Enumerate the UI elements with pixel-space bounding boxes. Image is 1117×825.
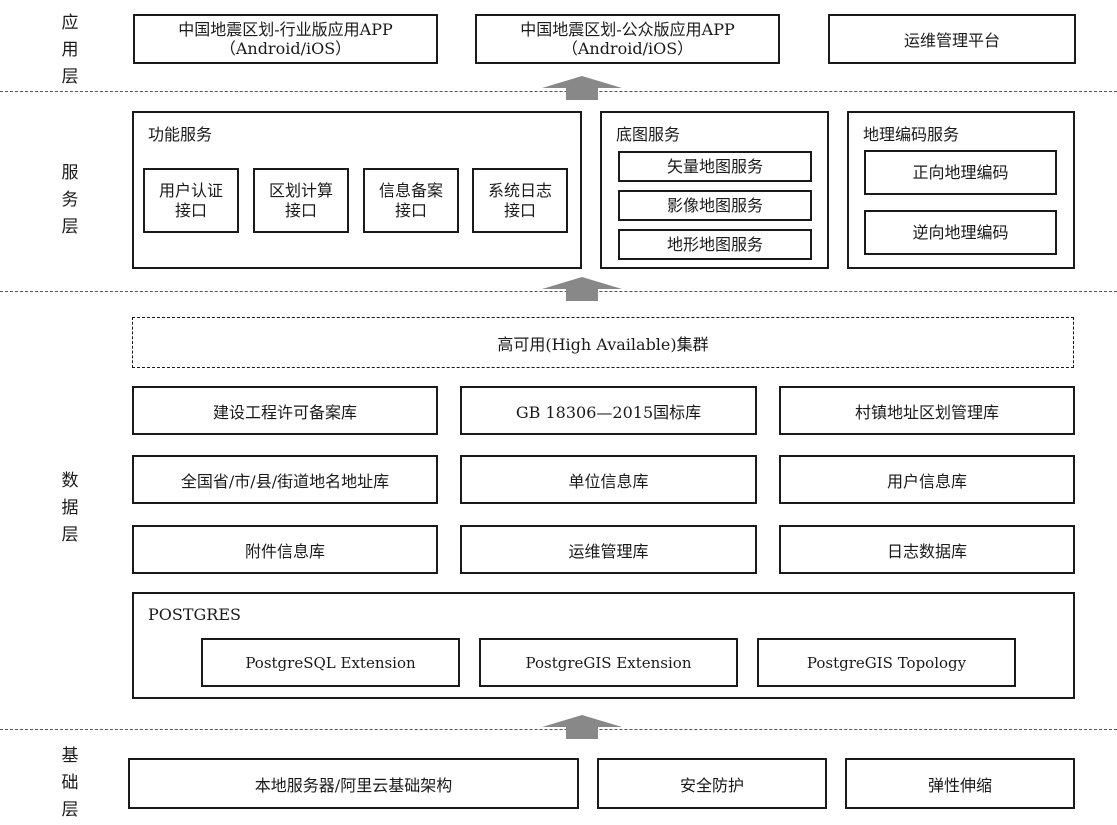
map-service-label: 影像地图服务 bbox=[666, 195, 763, 215]
divider-service-data bbox=[0, 291, 1117, 292]
up-arrow-icon bbox=[542, 76, 622, 100]
api-label: 接口 bbox=[284, 200, 317, 220]
extension-label: PostgreGIS Topology bbox=[806, 653, 967, 672]
security-label: 安全防护 bbox=[679, 775, 744, 795]
database-label: 单位信息库 bbox=[568, 471, 649, 491]
public-app-platform: （Android/iOS） bbox=[561, 39, 694, 58]
api-label: 接口 bbox=[174, 200, 207, 220]
database-box: GB 18306—2015国标库 bbox=[460, 386, 757, 435]
database-label: 建设工程许可备案库 bbox=[212, 402, 357, 422]
api-label: 区划计算 bbox=[268, 180, 333, 200]
database-box: 运维管理库 bbox=[460, 525, 757, 574]
layer-label-base: 基 础 层 bbox=[58, 743, 82, 824]
layer-char: 层 bbox=[61, 525, 79, 545]
industry-app-platform: （Android/iOS） bbox=[219, 39, 352, 58]
extension-label: PostgreSQL Extension bbox=[245, 653, 416, 672]
extension-label: PostgreGIS Extension bbox=[525, 653, 692, 672]
image-map-service-box: 影像地图服务 bbox=[618, 190, 812, 221]
basemap-service-title: 底图服务 bbox=[616, 125, 681, 144]
postgres-title: POSTGRES bbox=[148, 605, 241, 624]
divider-app-service bbox=[0, 91, 1117, 92]
layer-label-service: 服 务 层 bbox=[58, 160, 82, 241]
layer-label-app: 应 用 层 bbox=[58, 10, 82, 91]
database-label: 用户信息库 bbox=[886, 471, 967, 491]
database-box: 建设工程许可备案库 bbox=[132, 386, 438, 435]
public-app-box: 中国地震区划-公众版应用APP （Android/iOS） bbox=[475, 14, 780, 64]
database-label: 运维管理库 bbox=[568, 541, 649, 561]
user-auth-api-box: 用户认证 接口 bbox=[143, 168, 239, 233]
function-service-title: 功能服务 bbox=[148, 125, 213, 144]
public-app-title: 中国地震区划-公众版应用APP bbox=[520, 20, 735, 39]
postgregis-topology-box: PostgreGIS Topology bbox=[757, 638, 1016, 687]
ha-cluster-label: 高可用(High Available)集群 bbox=[497, 334, 709, 354]
vector-map-service-box: 矢量地图服务 bbox=[618, 151, 812, 182]
geocoding-service-title: 地理编码服务 bbox=[863, 125, 960, 144]
database-label: GB 18306—2015国标库 bbox=[515, 402, 702, 422]
database-box: 日志数据库 bbox=[779, 525, 1075, 574]
layer-char: 层 bbox=[61, 67, 79, 87]
divider-data-base bbox=[0, 729, 1117, 730]
ha-cluster-box: 高可用(High Available)集群 bbox=[132, 317, 1074, 368]
map-service-label: 矢量地图服务 bbox=[666, 156, 763, 176]
layer-char: 层 bbox=[61, 800, 79, 820]
database-box: 用户信息库 bbox=[779, 455, 1075, 504]
database-label: 日志数据库 bbox=[886, 541, 967, 561]
layer-char: 层 bbox=[61, 217, 79, 237]
zoning-calc-api-box: 区划计算 接口 bbox=[253, 168, 349, 233]
layer-char: 务 bbox=[61, 190, 79, 210]
database-label: 附件信息库 bbox=[244, 541, 325, 561]
layer-char: 础 bbox=[61, 773, 79, 793]
industry-app-box: 中国地震区划-行业版应用APP （Android/iOS） bbox=[133, 14, 438, 64]
layer-char: 数 bbox=[61, 471, 79, 491]
postgregis-extension-box: PostgreGIS Extension bbox=[479, 638, 738, 687]
up-arrow-icon bbox=[542, 277, 622, 301]
system-log-api-box: 系统日志 接口 bbox=[472, 168, 568, 233]
industry-app-title: 中国地震区划-行业版应用APP bbox=[178, 20, 393, 39]
infrastructure-label: 本地服务器/阿里云基础架构 bbox=[254, 775, 453, 795]
api-label: 接口 bbox=[503, 200, 536, 220]
api-label: 接口 bbox=[394, 200, 427, 220]
layer-char: 用 bbox=[61, 40, 79, 60]
ops-platform-label: 运维管理平台 bbox=[903, 31, 1000, 50]
database-label: 村镇地址区划管理库 bbox=[854, 402, 999, 422]
api-label: 系统日志 bbox=[487, 180, 552, 200]
geocoding-label: 逆向地理编码 bbox=[912, 222, 1009, 242]
reverse-geocoding-box: 逆向地理编码 bbox=[864, 210, 1057, 255]
database-box: 附件信息库 bbox=[132, 525, 438, 574]
api-label: 信息备案 bbox=[378, 180, 443, 200]
layer-char: 服 bbox=[61, 163, 79, 183]
terrain-map-service-box: 地形地图服务 bbox=[618, 229, 812, 260]
postgresql-extension-box: PostgreSQL Extension bbox=[201, 638, 460, 687]
elastic-scaling-label: 弹性伸缩 bbox=[927, 775, 992, 795]
layer-char: 应 bbox=[61, 13, 79, 33]
layer-char: 基 bbox=[61, 746, 79, 766]
info-filing-api-box: 信息备案 接口 bbox=[363, 168, 459, 233]
security-box: 安全防护 bbox=[597, 758, 827, 809]
elastic-scaling-box: 弹性伸缩 bbox=[845, 758, 1075, 809]
database-box: 全国省/市/县/街道地名地址库 bbox=[132, 455, 438, 504]
layer-char: 据 bbox=[61, 498, 79, 518]
map-service-label: 地形地图服务 bbox=[666, 234, 763, 254]
up-arrow-icon bbox=[542, 715, 622, 739]
api-label: 用户认证 bbox=[158, 180, 223, 200]
infrastructure-box: 本地服务器/阿里云基础架构 bbox=[128, 758, 579, 809]
ops-platform-box: 运维管理平台 bbox=[828, 14, 1076, 64]
forward-geocoding-box: 正向地理编码 bbox=[864, 150, 1057, 195]
database-box: 村镇地址区划管理库 bbox=[779, 386, 1075, 435]
database-label: 全国省/市/县/街道地名地址库 bbox=[180, 471, 390, 491]
geocoding-label: 正向地理编码 bbox=[912, 162, 1009, 182]
database-box: 单位信息库 bbox=[460, 455, 757, 504]
layer-label-data: 数 据 层 bbox=[58, 468, 82, 549]
